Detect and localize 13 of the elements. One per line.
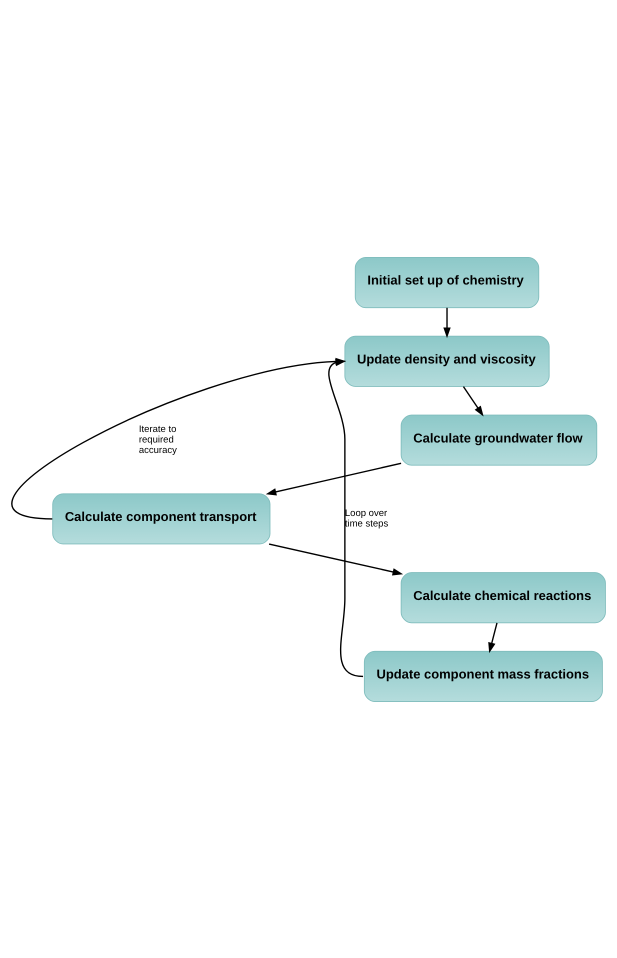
edge-label: Loop over time steps [344, 508, 388, 530]
arrow [268, 542, 404, 576]
node-box: Calculate groundwater flow [400, 414, 598, 466]
arrow [266, 462, 402, 495]
arrow [443, 307, 451, 338]
node-box: Initial set up of chemistry [354, 256, 540, 308]
node-box: Calculate component transport [52, 492, 270, 544]
arrow [488, 622, 498, 653]
node-box: Update component mass fractions [364, 650, 603, 702]
node-box: Calculate chemical reactions [400, 572, 606, 623]
edge-label: Iterate to required accuracy [138, 424, 177, 456]
arrow [462, 386, 484, 416]
node-box: Update density and viscosity [344, 335, 550, 386]
